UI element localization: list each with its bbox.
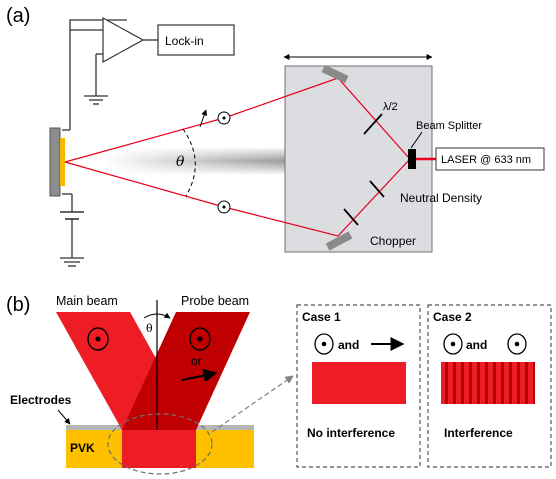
amplifier-symbol xyxy=(102,16,145,64)
beam-splitter-label: Beam Splitter xyxy=(416,120,482,132)
panel-a-label: (a) xyxy=(6,5,30,27)
case-1-result: No interference xyxy=(307,426,395,440)
half-wave-plate xyxy=(363,113,383,135)
laser-label: LASER @ 633 nm xyxy=(441,154,531,166)
lockin-circuit: Lock-in xyxy=(69,16,235,130)
pvk-label: PVK xyxy=(70,441,95,455)
overlap-region xyxy=(122,430,196,468)
mirror-bottom xyxy=(325,231,353,251)
probe-beam xyxy=(122,312,250,430)
or-label: or xyxy=(191,354,202,368)
probe-beam-label: Probe beam xyxy=(181,294,249,308)
case-1-title: Case 1 xyxy=(302,310,341,324)
case-2-box: Case 2 and Interference xyxy=(427,304,552,468)
translation-stage xyxy=(284,65,433,253)
overlap-highlight xyxy=(107,413,213,475)
laser-beams xyxy=(64,77,436,237)
sample-film xyxy=(60,138,65,186)
case-2-pattern xyxy=(441,362,535,404)
laser-source xyxy=(435,147,545,171)
probe-polarization-arrow xyxy=(181,368,218,383)
neutral-density-filter xyxy=(369,180,385,198)
case-1-and: and xyxy=(338,338,359,352)
beam-splitter xyxy=(408,149,416,169)
sample xyxy=(49,127,72,197)
main-beam-label: Main beam xyxy=(56,294,118,308)
half-wave-label: λ/2 xyxy=(383,101,398,113)
theta-label-a: θ xyxy=(176,154,185,170)
sample-holder xyxy=(49,127,61,197)
electrodes-label: Electrodes xyxy=(10,393,72,407)
zoom-arrow xyxy=(211,375,294,433)
case-2-result: Interference xyxy=(444,426,513,440)
case-1-box: Case 1 and No interference xyxy=(296,304,421,468)
panel-a: (a) Lock-in xyxy=(6,5,545,267)
theta-label-b: θ xyxy=(146,322,153,335)
lockin-label: Lock-in xyxy=(165,34,204,48)
panel-b: (b) PVK θ Main beam Probe beam or Electr… xyxy=(6,294,552,475)
angle-arc xyxy=(182,128,196,197)
lockin-box xyxy=(157,24,235,56)
probe-beam-polarization xyxy=(189,327,211,351)
bias-source xyxy=(60,194,84,267)
chopper xyxy=(343,208,359,226)
polarization-arrow xyxy=(199,109,208,128)
case-1-pattern xyxy=(312,362,406,404)
case-2-title: Case 2 xyxy=(433,310,472,324)
panel-b-label: (b) xyxy=(6,294,30,316)
chopper-label: Chopper xyxy=(370,234,416,248)
main-beam-polarization xyxy=(87,327,109,351)
case-2-and: and xyxy=(466,338,487,352)
neutral-density-label: Neutral Density xyxy=(400,191,482,205)
mirror-top xyxy=(321,64,349,84)
